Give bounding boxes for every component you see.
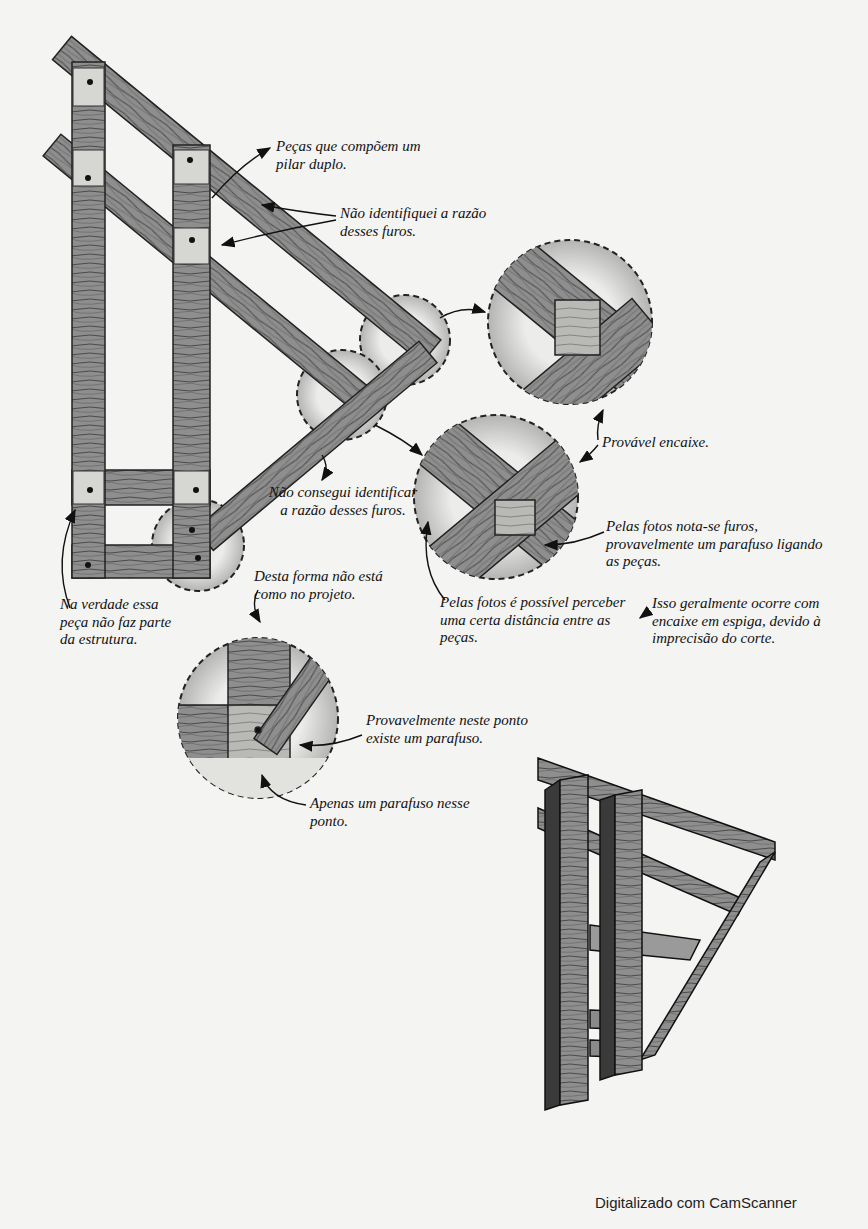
annotation-note: Desta forma não está como no projeto. (254, 568, 384, 603)
annotation-note: Não identifiquei a razão desses furos. (340, 205, 510, 240)
annotation-note: Pelas fotos é possível perceber uma cert… (440, 594, 640, 647)
annotation-note: Provavelmente neste ponto existe um para… (366, 712, 531, 747)
annotation-note: Isso geralmente ocorre com encaixe em es… (652, 595, 832, 648)
annotation-note: Apenas um parafuso nesse ponto. (310, 795, 480, 830)
watermark: Digitalizado com CamScanner (595, 1194, 855, 1212)
annotation-note: Não consegui identificar a razão desses … (268, 484, 418, 519)
annotation-note: Peças que compõem um pilar duplo. (276, 138, 451, 173)
annotation-note: Provável encaixe. (602, 434, 772, 452)
annotation-note: Pelas fotos nota-se furos, provavelmente… (606, 518, 826, 571)
annotation-note: Na verdade essa peça não faz parte da es… (60, 596, 172, 649)
